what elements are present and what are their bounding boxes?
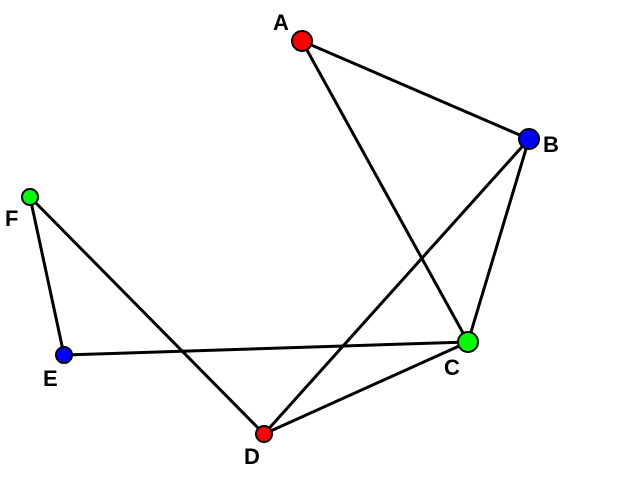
- edge-a-b: [301, 39, 530, 141]
- edge-a-c: [300, 40, 470, 343]
- node-b[interactable]: [518, 128, 540, 150]
- node-f[interactable]: [21, 188, 39, 206]
- edge-c-d: [263, 340, 469, 436]
- edge-b-d: [262, 137, 531, 436]
- node-a[interactable]: [291, 30, 313, 52]
- node-label-f: F: [5, 206, 18, 231]
- node-label-e: E: [43, 366, 58, 391]
- node-c[interactable]: [457, 331, 479, 353]
- edge-b-c: [466, 138, 531, 343]
- edge-c-e: [63, 340, 469, 357]
- node-d[interactable]: [255, 425, 273, 443]
- edge-f-d: [28, 195, 266, 436]
- node-label-a: A: [273, 10, 289, 35]
- node-label-c: C: [444, 355, 460, 380]
- node-label-b: B: [543, 132, 559, 157]
- edge-e-f: [28, 196, 66, 356]
- node-label-d: D: [244, 444, 260, 469]
- node-e[interactable]: [55, 346, 73, 364]
